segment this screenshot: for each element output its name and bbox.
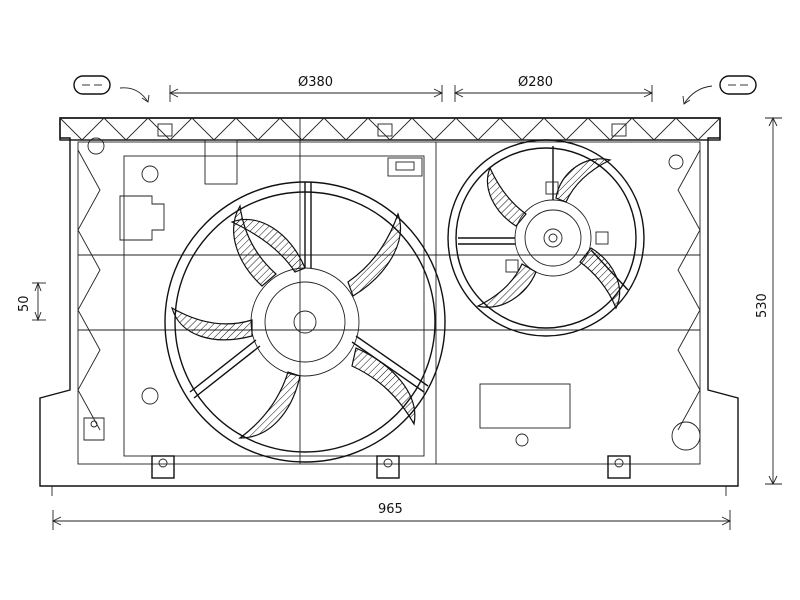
dimension-offset: 50 [17,281,46,322]
large-fan-diameter-label: Ø380 [298,75,333,90]
small-fan-diameter-label: Ø280 [518,75,553,90]
small-fan [447,139,645,337]
dimension-width: 965 [51,502,732,530]
shroud-frame [39,117,739,496]
dimension-height: 530 [755,116,782,486]
dimension-small-fan: Ø280 [453,75,654,102]
airflow-indicator-right [682,75,757,105]
dimension-large-fan: Ø380 [168,75,444,102]
overall-height-label: 530 [755,293,770,318]
overall-width-label: 965 [378,502,403,517]
large-fan [164,181,446,463]
offset-label: 50 [17,295,32,312]
airflow-indicator-left [73,75,150,103]
